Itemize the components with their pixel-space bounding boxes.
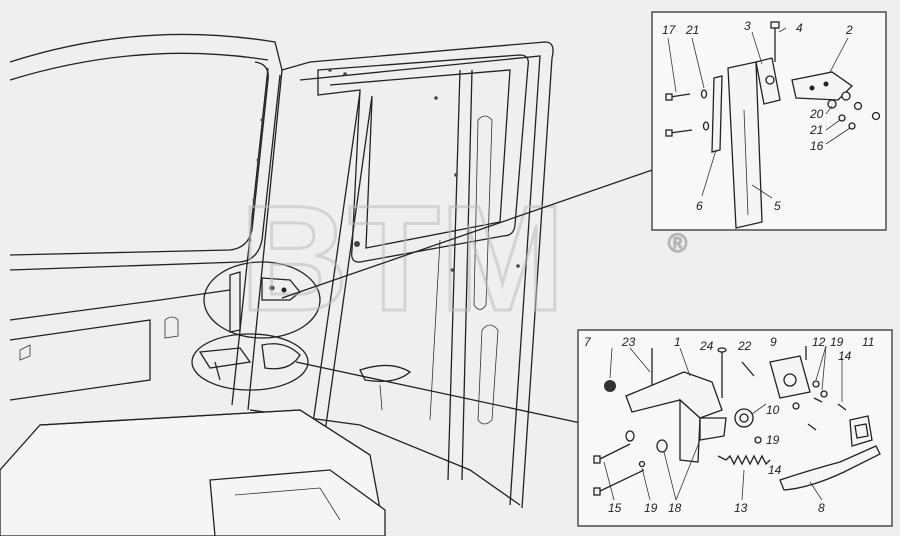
upper-callout-leader bbox=[281, 167, 659, 299]
label-15: 15 bbox=[608, 501, 622, 515]
label-14-bottom: 14 bbox=[768, 463, 782, 477]
label-3: 3 bbox=[744, 19, 751, 33]
label-2: 2 bbox=[845, 23, 853, 37]
label-16: 16 bbox=[810, 139, 824, 153]
lower-callout: 7 23 1 24 22 9 12 19 11 14 10 19 14 15 1… bbox=[577, 329, 893, 527]
label-8: 8 bbox=[818, 501, 825, 515]
label-1: 1 bbox=[674, 335, 681, 349]
lower-callout-leader bbox=[295, 361, 591, 426]
label-19-top: 19 bbox=[830, 335, 844, 349]
label-12: 12 bbox=[812, 335, 826, 349]
upper-callout: 17 21 3 4 2 20 21 16 6 5 bbox=[651, 11, 887, 231]
label-23: 23 bbox=[621, 335, 636, 349]
watermark-text: BTM bbox=[240, 174, 565, 342]
label-11: 11 bbox=[862, 335, 874, 349]
label-20: 20 bbox=[809, 107, 824, 121]
label-19-mid: 19 bbox=[766, 433, 780, 447]
label-5: 5 bbox=[774, 199, 781, 213]
label-9: 9 bbox=[770, 335, 777, 349]
label-6: 6 bbox=[696, 199, 703, 213]
upper-callout-frame bbox=[651, 11, 887, 231]
label-22: 22 bbox=[737, 339, 752, 353]
label-4: 4 bbox=[796, 21, 803, 35]
watermark-registered-mark: ® bbox=[668, 228, 687, 258]
label-18: 18 bbox=[668, 501, 682, 515]
label-14-top: 14 bbox=[838, 349, 852, 363]
label-13: 13 bbox=[734, 501, 748, 515]
label-19-bottom: 19 bbox=[644, 501, 658, 515]
label-24: 24 bbox=[699, 339, 714, 353]
label-10: 10 bbox=[766, 403, 780, 417]
cab-body bbox=[0, 33, 554, 536]
watermark: BTM ® bbox=[239, 173, 688, 344]
label-21-right: 21 bbox=[809, 123, 823, 137]
label-17: 17 bbox=[662, 23, 677, 37]
lower-callout-frame bbox=[577, 329, 893, 527]
label-7: 7 bbox=[584, 335, 592, 349]
label-21: 21 bbox=[685, 23, 699, 37]
